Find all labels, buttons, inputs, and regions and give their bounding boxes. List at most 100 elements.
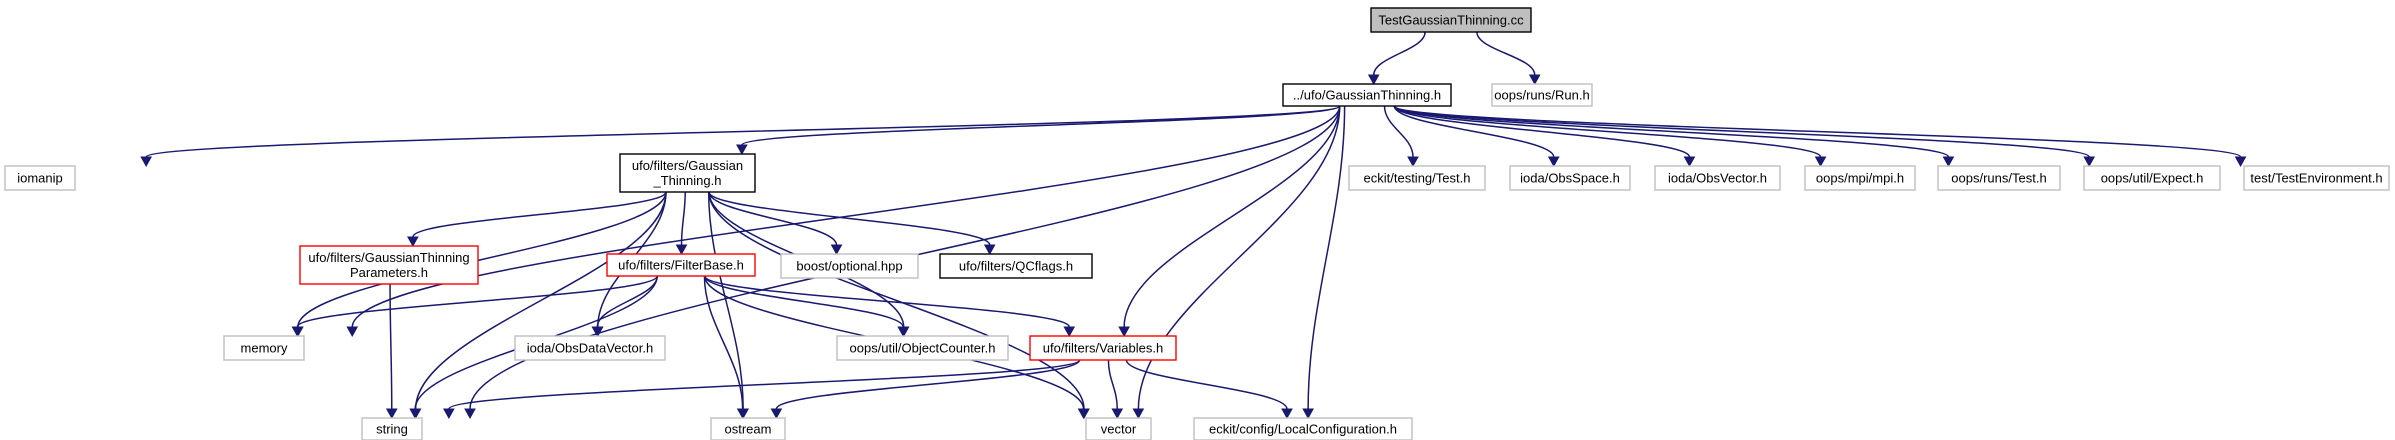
edge-root-to-gth [1372,31,1426,76]
edge-gth-to-iomanip [145,105,1341,158]
edge-gth-to-runtest [1393,105,1950,158]
arrowhead-gth-to-variables [1118,326,1130,338]
arrowhead-gtp-to-string [385,408,398,420]
node-label-ostream: ostream [725,422,772,437]
node-localconf: eckit/config/LocalConfiguration.h [1193,417,1413,440]
edge-fgt-to-qcflags [708,191,991,246]
node-box-expect [2083,165,2221,191]
node-gth[interactable]: ../ufo/GaussianThinning.h [1282,83,1452,107]
arrowhead-gth-to-ecktest [1407,156,1419,168]
arrowhead-fbase-to-memory [291,326,304,338]
node-label-gth: ../ufo/GaussianThinning.h [1293,88,1441,103]
node-runtest: oops/runs/Test.h [1937,165,2061,191]
arrowhead-variables-to-string [443,408,455,420]
node-box-ecktest [1348,165,1486,191]
edge-fbase-to-objcounter [704,275,904,328]
node-variables[interactable]: ufo/filters/Variables.h [1029,335,1177,361]
node-run: oops/runs/Run.h [1491,83,1593,107]
node-root[interactable]: TestGaussianThinning.cc [1370,7,1532,33]
node-fbase[interactable]: ufo/filters/FilterBase.h [606,253,756,277]
node-box-vector [1085,417,1152,440]
edge-gth-to-mpi [1393,105,1822,158]
arrowhead-fbase-to-obsdv [591,326,604,338]
node-boostopt: boost/optional.hpp [780,253,919,279]
arrowhead-fgt-to-qcflags [983,244,996,256]
node-box-testenv [2243,165,2390,191]
edge-fbase-to-memory [296,275,658,328]
node-label-fgt: ufo/filters/Gaussian [632,158,743,173]
arrowhead-gth-to-fgt [736,144,748,156]
edge-gth-to-vector [1137,105,1341,410]
node-box-boostopt [780,253,919,279]
edge-gth-to-expect [1393,105,2090,158]
arrowhead-variables-to-ostream [770,408,783,420]
node-label-testenv: test/TestEnvironment.h [2250,171,2382,186]
edge-variables-to-ostream [775,359,1081,410]
arrowhead-gth-to-localconf [1302,408,1314,420]
node-expect: oops/util/Expect.h [2083,165,2221,191]
node-box-objcounter [836,335,1009,361]
arrowhead-fgt-to-gtp [407,236,419,248]
edge-fgt-to-gtp [412,191,667,238]
node-box-fgt [619,153,756,193]
node-box-variables [1029,335,1177,361]
arrowhead-fgt-to-fbase [675,244,688,256]
edge-root-to-run [1476,31,1536,76]
node-box-obsdv [514,335,666,361]
arrowhead-variables-to-vector [1111,408,1124,420]
edge-variables-to-localconf [1125,359,1288,410]
node-fgt[interactable]: ufo/filters/Gaussian_Thinning.h [619,153,756,193]
node-qcflags[interactable]: ufo/filters/QCflags.h [939,253,1093,279]
node-box-obsvector [1654,165,1781,191]
arrowhead-fbase-to-string [409,408,421,420]
edge-fgt-to-ostream [707,191,744,410]
node-label-fbase: ufo/filters/FilterBase.h [618,258,744,273]
arrowhead-gth-to-vector [1132,408,1145,420]
edge-variables-to-string [448,359,1081,410]
arrowhead-gth-to-iomanip [140,156,153,168]
node-label-boostopt: boost/optional.hpp [796,259,902,274]
edge-gth-to-ecktest [1383,105,1414,158]
node-memory: memory [223,335,305,361]
edge-gth-to-obsvector [1393,105,1691,158]
edge-gth-to-fgt [741,105,1341,146]
node-box-gtp [299,245,479,285]
header-nodes: TestGaussianThinning.cc ../ufo/GaussianTh… [4,7,2390,440]
node-ecktest: eckit/testing/Test.h [1348,165,1486,191]
node-obsdv: ioda/ObsDataVector.h [514,335,666,361]
node-label-variables: ufo/filters/Variables.h [1043,341,1163,356]
node-label-string: string [376,422,408,437]
arrowhead-fbase-to-vector [1077,408,1090,420]
arrowhead-gth-to-obsvector [1683,156,1696,168]
edge-gth-to-variables [1123,105,1341,328]
arrowhead-gth-to-expect [2083,156,2096,168]
node-label-memory: memory [241,341,288,356]
node-label-obsdv: ioda/ObsDataVector.h [527,341,653,356]
node-label-expect: oops/util/Expect.h [2101,171,2204,186]
node-obsspace: ioda/ObsSpace.h [1509,165,1631,191]
edge-fgt-to-boostopt [708,191,838,246]
node-label-fgt: _Thinning.h [653,173,722,188]
arrowhead-root-to-gth [1367,74,1380,86]
arrowhead-variables-to-localconf [1281,408,1293,420]
edge-gth-to-memory [351,105,1341,328]
node-label-runtest: oops/runs/Test.h [1951,171,2046,186]
node-obsvector: ioda/ObsVector.h [1654,165,1781,191]
edge-fgt-to-vector [708,191,1085,410]
node-label-gtp: Parameters.h [350,265,428,280]
arrowhead-gth-to-memory [346,326,359,338]
node-testenv: test/TestEnvironment.h [2243,165,2390,191]
node-box-run [1491,83,1593,107]
node-label-objcounter: oops/util/ObjectCounter.h [850,341,996,356]
node-objcounter: oops/util/ObjectCounter.h [836,335,1009,361]
arrowhead-gth-to-runtest [1942,156,1955,168]
arrowhead-fgt-to-boostopt [830,244,843,256]
node-label-root: TestGaussianThinning.cc [1378,13,1524,28]
edge-fbase-to-ostream [703,275,744,410]
arrowhead-gth-to-string [464,408,476,420]
edge-fgt-to-memory [297,191,667,328]
arrowhead-root-to-run [1528,74,1541,86]
arrowhead-gth-to-testenv [2234,156,2247,168]
arrowhead-fbase-to-variables [1063,326,1076,338]
